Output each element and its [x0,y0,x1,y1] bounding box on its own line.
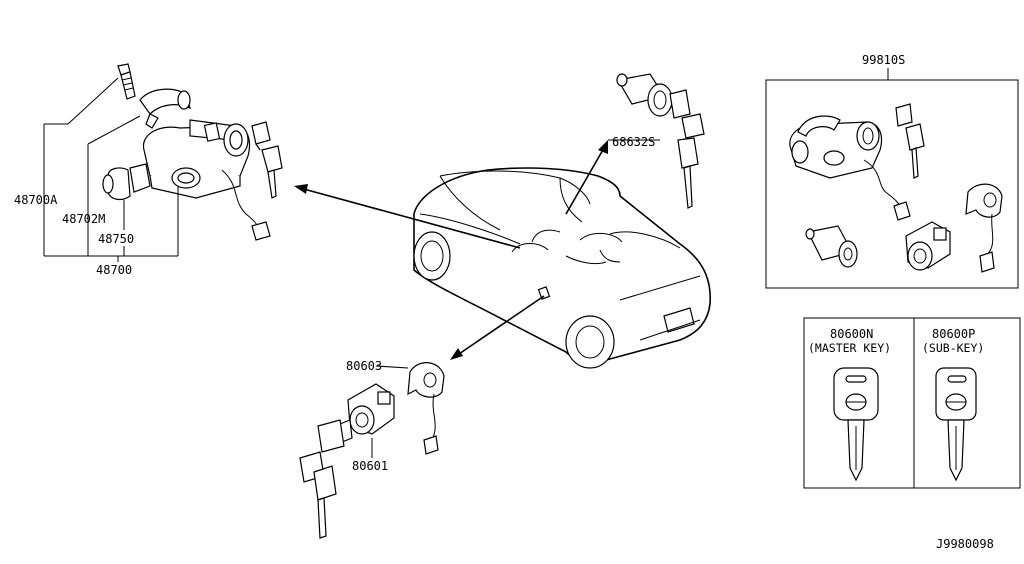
callout-arrows [294,140,608,360]
left-leader-lines [43,77,179,262]
lock-clamp [139,88,191,129]
keys-box [803,317,1021,489]
sub-key-label: (SUB-KEY) [922,341,984,355]
callout-48750: 48750 [98,232,134,246]
master-key [833,367,879,482]
ignition-key-pair [251,121,283,199]
lock-harness [221,169,271,241]
callout-68632S: 68632S [612,135,655,149]
callout-48700A: 48700A [14,193,58,207]
callout-80600N: 80600N [830,327,873,341]
part-callouts: 48700A 48702M 48750 48700 68632S 99810S … [14,53,994,551]
callout-80601: 80601 [352,459,388,473]
shear-bolt [117,63,136,100]
vehicle-illustration [413,167,711,369]
sub-key [935,367,977,482]
door-lock-assembly [299,362,445,539]
master-key-label: (MASTER KEY) [808,341,891,355]
diagram-id: J9980098 [936,537,994,551]
steering-lock-body [142,119,251,199]
callout-80600P: 80600P [932,327,975,341]
ignition-switch [102,163,151,201]
callout-80603: 80603 [346,359,382,373]
key-set-box [765,68,1019,289]
callout-99810S: 99810S [862,53,905,67]
callout-48702M: 48702M [62,212,105,226]
callout-48700: 48700 [96,263,132,277]
steering-lock-assembly [43,63,283,262]
trunk-lock-cylinder [608,73,705,209]
